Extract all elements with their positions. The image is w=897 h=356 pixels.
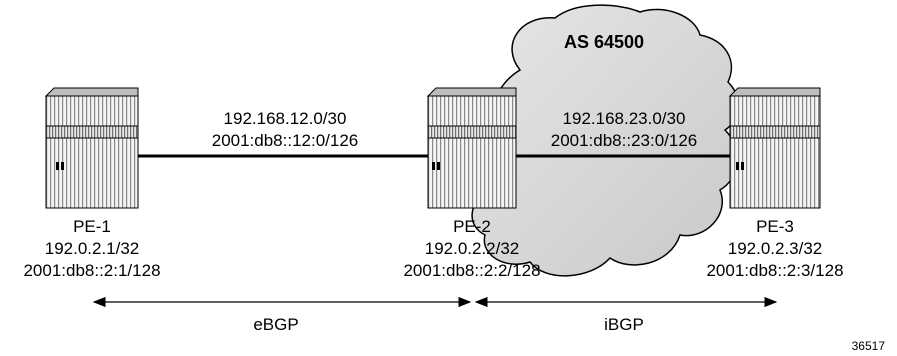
figure-id: 36517: [852, 339, 886, 353]
link1-subnet-v6: 2001:db8::12:0/126: [212, 131, 359, 150]
pe3-ipv6: 2001:db8::2:3/128: [706, 261, 843, 280]
link2-subnet-v4: 192.168.23.0/30: [563, 109, 686, 128]
link1-subnet-v4: 192.168.12.0/30: [224, 109, 347, 128]
pe2-ipv6: 2001:db8::2:2/128: [403, 261, 540, 280]
ebgp-label: eBGP: [253, 315, 298, 334]
pe2-ipv4: 192.0.2.2/32: [425, 239, 520, 258]
router-pe1-icon: [44, 87, 139, 209]
pe1-ipv4: 192.0.2.1/32: [45, 239, 140, 258]
as-label: AS 64500: [564, 32, 644, 52]
ibgp-label: iBGP: [604, 315, 644, 334]
router-pe2-icon: [426, 87, 517, 209]
link2-subnet-v6: 2001:db8::23:0/126: [551, 131, 698, 150]
pe2-name: PE-2: [453, 217, 491, 236]
pe1-name: PE-1: [73, 217, 111, 236]
pe3-name: PE-3: [756, 217, 794, 236]
pe3-ipv4: 192.0.2.3/32: [728, 239, 823, 258]
router-pe3-icon: [728, 87, 821, 209]
pe1-ipv6: 2001:db8::2:1/128: [23, 261, 160, 280]
